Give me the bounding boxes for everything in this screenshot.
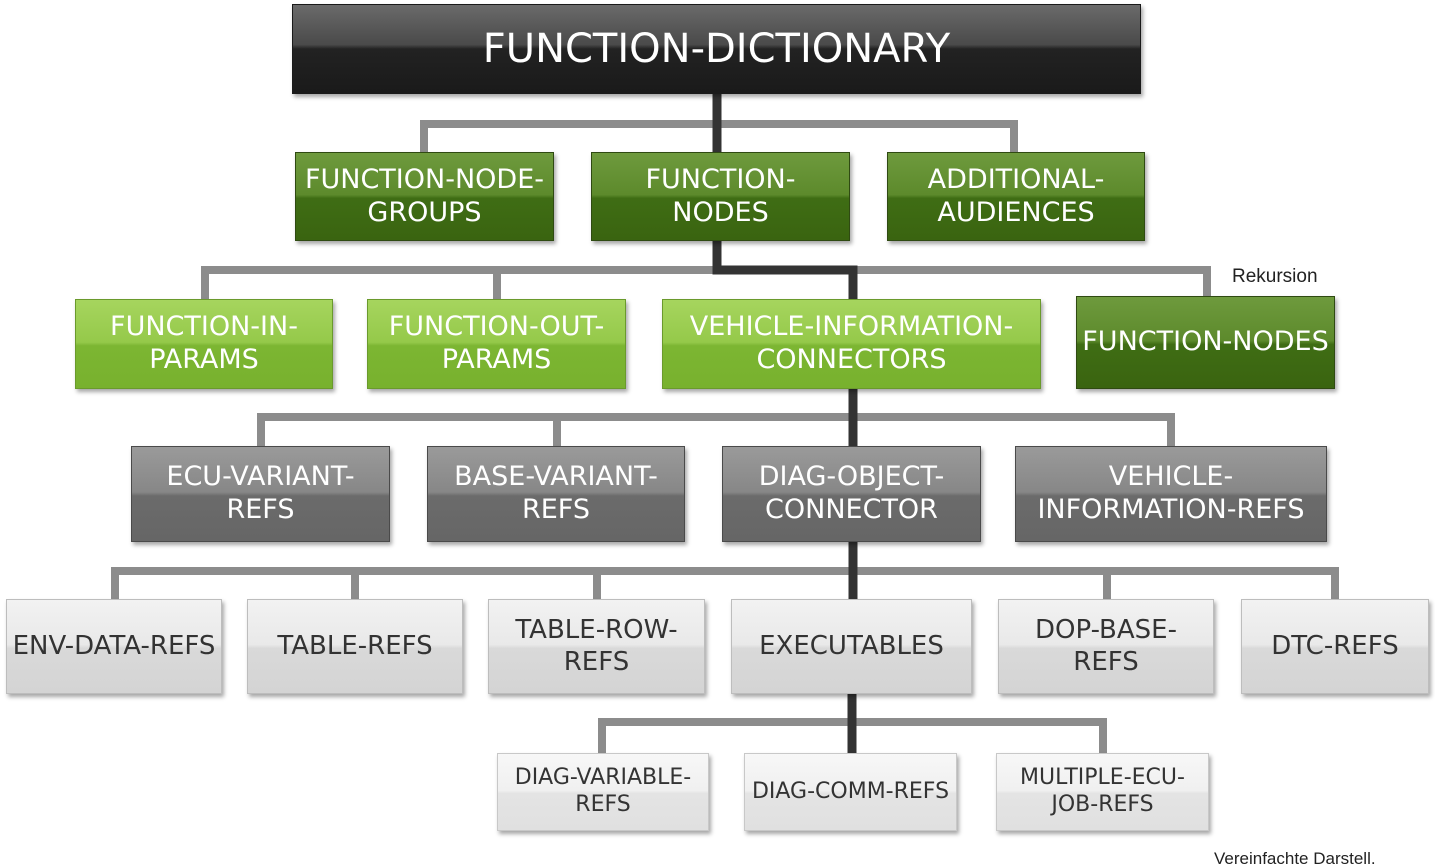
node-label: DIAG-COMM-REFS xyxy=(751,778,950,804)
node-label-line: REFS xyxy=(563,646,630,677)
connector-nodes-to-in-params xyxy=(201,266,717,299)
node-label-line: NODES xyxy=(672,196,769,228)
node-env-data-refs: ENV-DATA-REFS xyxy=(6,599,222,694)
node-diag-comm-refs: DIAG-COMM-REFS xyxy=(744,753,957,831)
node-table-refs: TABLE-REFS xyxy=(247,599,463,694)
node-label: TABLE-REFS xyxy=(277,630,433,661)
node-function-out-params: FUNCTION-OUT- PARAMS xyxy=(367,299,626,389)
connector-doc-to-dop-base-refs xyxy=(853,567,1111,599)
node-base-variant-refs: BASE-VARIANT- REFS xyxy=(427,446,685,542)
node-label-line: MULTIPLE-ECU- xyxy=(1020,765,1185,791)
node-label: FUNCTION-NODES xyxy=(1082,326,1329,358)
node-label-line: FUNCTION-NODE- xyxy=(304,163,545,195)
node-label-line: FUNCTION-OUT- xyxy=(388,311,605,343)
node-label-line: FUNCTION- xyxy=(645,163,796,195)
node-function-dictionary: FUNCTION-DICTIONARY xyxy=(292,4,1141,94)
connector-vic-to-base-variant-refs xyxy=(553,413,853,446)
node-label: ECU-VARIANT-REFS xyxy=(166,461,355,525)
node-label-line: PARAMS xyxy=(149,344,259,375)
node-dtc-refs: DTC-REFS xyxy=(1241,599,1429,694)
node-label-line: CONNECTORS xyxy=(756,344,947,375)
node-label: EXECUTABLES xyxy=(759,630,944,661)
connector-exec-to-diag-variable-refs xyxy=(598,718,852,753)
connector-doc-to-dtc-refs xyxy=(853,567,1339,599)
node-label-line: AUDIENCES xyxy=(937,196,1095,228)
connector-exec-to-multiple-ecu-job-refs xyxy=(852,718,1107,753)
connector-function-nodes-to-vic xyxy=(712,241,858,299)
connector-nodes-to-recursive-nodes xyxy=(717,266,1211,296)
node-label-line: TABLE-ROW- xyxy=(515,614,678,645)
node-label-line: DIAG-OBJECT- xyxy=(758,461,945,493)
node-label-line: FUNCTION-IN- xyxy=(110,311,298,343)
connector-nodes-to-out-params xyxy=(493,266,717,299)
footer-note: Vereinfachte Darstell. xyxy=(1214,849,1376,868)
node-ecu-variant-refs: ECU-VARIANT-REFS xyxy=(131,446,390,542)
connector-dictionary-to-node-groups xyxy=(420,120,717,152)
node-dop-base-refs: DOP-BASE-REFS xyxy=(998,599,1214,694)
connector-vic-to-vehicle-info-refs xyxy=(853,413,1175,446)
node-function-node-groups: FUNCTION-NODE- GROUPS xyxy=(295,152,554,241)
connector-doc-to-table-refs xyxy=(351,567,853,599)
node-vehicle-information-refs: VEHICLE- INFORMATION-REFS xyxy=(1015,446,1327,542)
node-executables: EXECUTABLES xyxy=(731,599,972,694)
rekursion-label: Rekursion xyxy=(1232,266,1318,287)
node-label: FUNCTION-DICTIONARY xyxy=(482,25,951,72)
node-multiple-ecu-job-refs: MULTIPLE-ECU- JOB-REFS xyxy=(996,753,1209,831)
node-label-line: REFS xyxy=(521,494,590,525)
connector-dictionary-to-audiences xyxy=(717,120,1018,152)
node-label-line: INFORMATION-REFS xyxy=(1037,494,1305,525)
node-label-line: JOB-REFS xyxy=(1051,792,1154,817)
node-function-nodes: FUNCTION- NODES xyxy=(591,152,850,241)
node-label-line: CONNECTOR xyxy=(765,494,938,525)
connector-doc-to-table-row-refs xyxy=(593,567,853,599)
node-function-in-params: FUNCTION-IN- PARAMS xyxy=(75,299,333,389)
node-diag-variable-refs: DIAG-VARIABLE- REFS xyxy=(497,753,709,831)
node-label-line: PARAMS xyxy=(441,344,552,375)
node-label-line: VEHICLE- xyxy=(1108,461,1234,493)
node-label: DOP-BASE-REFS xyxy=(1035,614,1177,677)
node-label-line: DIAG-VARIABLE- xyxy=(514,765,692,791)
node-label-line: VEHICLE-INFORMATION- xyxy=(689,311,1014,343)
node-table-row-refs: TABLE-ROW- REFS xyxy=(488,599,705,694)
connector-doc-to-env-data-refs xyxy=(111,567,853,599)
node-additional-audiences: ADDITIONAL- AUDIENCES xyxy=(887,152,1145,241)
node-label-line: BASE-VARIANT- xyxy=(454,461,658,493)
node-label: DTC-REFS xyxy=(1271,630,1399,661)
node-label: ENV-DATA-REFS xyxy=(12,630,216,661)
node-label-line: REFS xyxy=(575,792,631,817)
node-vehicle-information-connectors: VEHICLE-INFORMATION- CONNECTORS xyxy=(662,299,1041,389)
node-label-line: ADDITIONAL- xyxy=(927,163,1105,195)
node-label-line: GROUPS xyxy=(367,196,482,228)
node-diag-object-connector: DIAG-OBJECT- CONNECTOR xyxy=(722,446,981,542)
node-function-nodes-recursive: FUNCTION-NODES xyxy=(1076,296,1335,389)
